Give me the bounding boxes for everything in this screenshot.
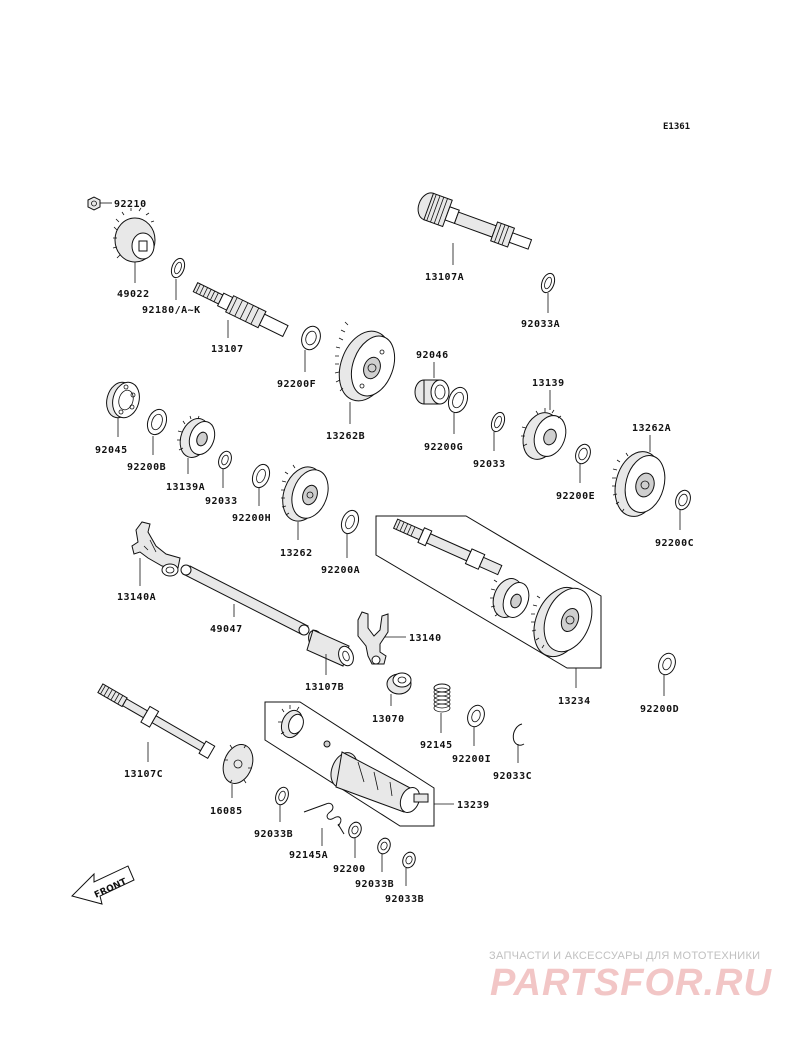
part-label-13262[interactable]: 13262 <box>280 548 313 559</box>
part-label-13107[interactable]: 13107 <box>211 344 244 355</box>
part-label-92200D[interactable]: 92200D <box>640 704 679 715</box>
gear-13139-drawing <box>521 408 567 460</box>
front-arrow-icon: FRONT <box>71 865 135 905</box>
part-label-13140A[interactable]: 13140A <box>117 592 156 603</box>
part-label-92033A[interactable]: 92033A <box>521 319 560 330</box>
circlip-92033B-left-drawing <box>275 786 289 806</box>
part-label-92200G[interactable]: 92200G <box>424 442 463 453</box>
washer-92200F-drawing <box>301 325 321 351</box>
part-label-92033B-middle[interactable]: 92033B <box>355 879 394 890</box>
circlip-92033C-drawing <box>512 723 525 746</box>
shim-92180-drawing <box>170 257 186 279</box>
part-label-92033B[interactable]: 92033B <box>254 829 293 840</box>
diagram-ref-code: E1361 <box>663 122 690 132</box>
nut-92210-drawing <box>87 196 101 211</box>
part-label-92200H[interactable]: 92200H <box>232 513 271 524</box>
washer-92200B-drawing <box>146 408 168 436</box>
part-label-92200F[interactable]: 92200F <box>277 379 316 390</box>
sleeve-13107B-drawing <box>306 629 354 667</box>
part-label-92033C[interactable]: 92033C <box>493 771 532 782</box>
assembly-13239-frame <box>264 701 435 827</box>
circlip-92033B-middle-drawing <box>377 837 391 855</box>
shaft-49047-drawing <box>180 564 310 636</box>
part-label-92046[interactable]: 92046 <box>416 350 449 361</box>
part-label-16085[interactable]: 16085 <box>210 806 243 817</box>
washer-92200D-drawing <box>658 652 676 676</box>
part-label-92180[interactable]: 92180/A~K <box>142 305 201 316</box>
gear-13262A-drawing <box>612 451 666 517</box>
part-label-92200C[interactable]: 92200C <box>655 538 694 549</box>
washer-92200C-drawing <box>675 489 691 511</box>
spring-92145-drawing <box>433 683 451 713</box>
part-label-92200[interactable]: 92200 <box>333 864 366 875</box>
watermark-subtitle: ЗАПЧАСТИ И АКСЕССУАРЫ ДЛЯ МОТОТЕХНИКИ <box>489 950 761 962</box>
washer-92200E-drawing <box>575 443 591 465</box>
part-label-92145A[interactable]: 92145A <box>289 850 328 861</box>
gear-13139A-drawing <box>177 415 216 458</box>
part-label-13070[interactable]: 13070 <box>372 714 405 725</box>
watermark-logo: PARTSFOR.RU <box>490 962 772 1004</box>
gear-13262-drawing <box>281 464 329 522</box>
part-label-92210[interactable]: 92210 <box>114 199 147 210</box>
fork-13140-drawing <box>357 611 389 665</box>
washer-92200A-drawing <box>340 509 360 535</box>
part-label-49047[interactable]: 49047 <box>210 624 243 635</box>
part-label-92033[interactable]: 92033 <box>473 459 506 470</box>
part-label-13139[interactable]: 13139 <box>532 378 565 389</box>
part-label-13262B[interactable]: 13262B <box>326 431 365 442</box>
gear-13262B-drawing <box>334 321 396 402</box>
part-label-13234[interactable]: 13234 <box>558 696 591 707</box>
part-label-13107C[interactable]: 13107C <box>124 769 163 780</box>
part-label-13262A[interactable]: 13262A <box>632 423 671 434</box>
circlip-92033A-drawing <box>540 272 556 294</box>
part-label-13139A[interactable]: 13139A <box>166 482 205 493</box>
part-label-13140[interactable]: 13140 <box>409 633 442 644</box>
guide-13070-drawing <box>386 672 412 695</box>
star-13239-drawing <box>278 705 304 739</box>
part-label-92045[interactable]: 92045 <box>95 445 128 456</box>
bearing-92045-drawing <box>106 381 140 419</box>
fork-13140A-drawing <box>131 521 181 577</box>
shaft-13107C-drawing <box>97 683 216 760</box>
part-label-92033B-right[interactable]: 92033B <box>385 894 424 905</box>
gear-13234-small-drawing <box>490 578 530 618</box>
spring-92145A-drawing <box>303 802 345 835</box>
part-label-92200E[interactable]: 92200E <box>556 491 595 502</box>
part-label-92033-second[interactable]: 92033 <box>205 496 238 507</box>
washer-92200-drawing <box>348 821 362 839</box>
part-label-49022[interactable]: 49022 <box>117 289 150 300</box>
washer-92200I-drawing <box>467 704 485 728</box>
circlip-92033-second-drawing <box>218 450 232 470</box>
bearing-92046-drawing <box>414 379 450 405</box>
shaft-13107-drawing <box>192 282 289 338</box>
part-label-92200I[interactable]: 92200I <box>452 754 491 765</box>
shaft-13107A-drawing <box>417 192 533 250</box>
part-label-92200B[interactable]: 92200B <box>127 462 166 473</box>
gear-13234-large-drawing <box>531 586 593 658</box>
washer-92200H-drawing <box>251 463 271 489</box>
part-label-13107A[interactable]: 13107A <box>425 272 464 283</box>
circlip-92033-drawing <box>490 411 506 433</box>
part-label-13107B[interactable]: 13107B <box>305 682 344 693</box>
assembly-13234-frame <box>375 515 602 669</box>
plate-16085-drawing <box>222 744 254 784</box>
gear-49022-drawing <box>112 207 156 263</box>
circlip-92033B-right-drawing <box>402 851 416 869</box>
part-label-92200A[interactable]: 92200A <box>321 565 360 576</box>
washer-92200G-drawing <box>447 386 469 414</box>
part-label-13239[interactable]: 13239 <box>457 800 490 811</box>
shaft-13234-drawing <box>392 518 503 576</box>
drum-13239-drawing <box>323 740 429 814</box>
part-label-92145[interactable]: 92145 <box>420 740 453 751</box>
